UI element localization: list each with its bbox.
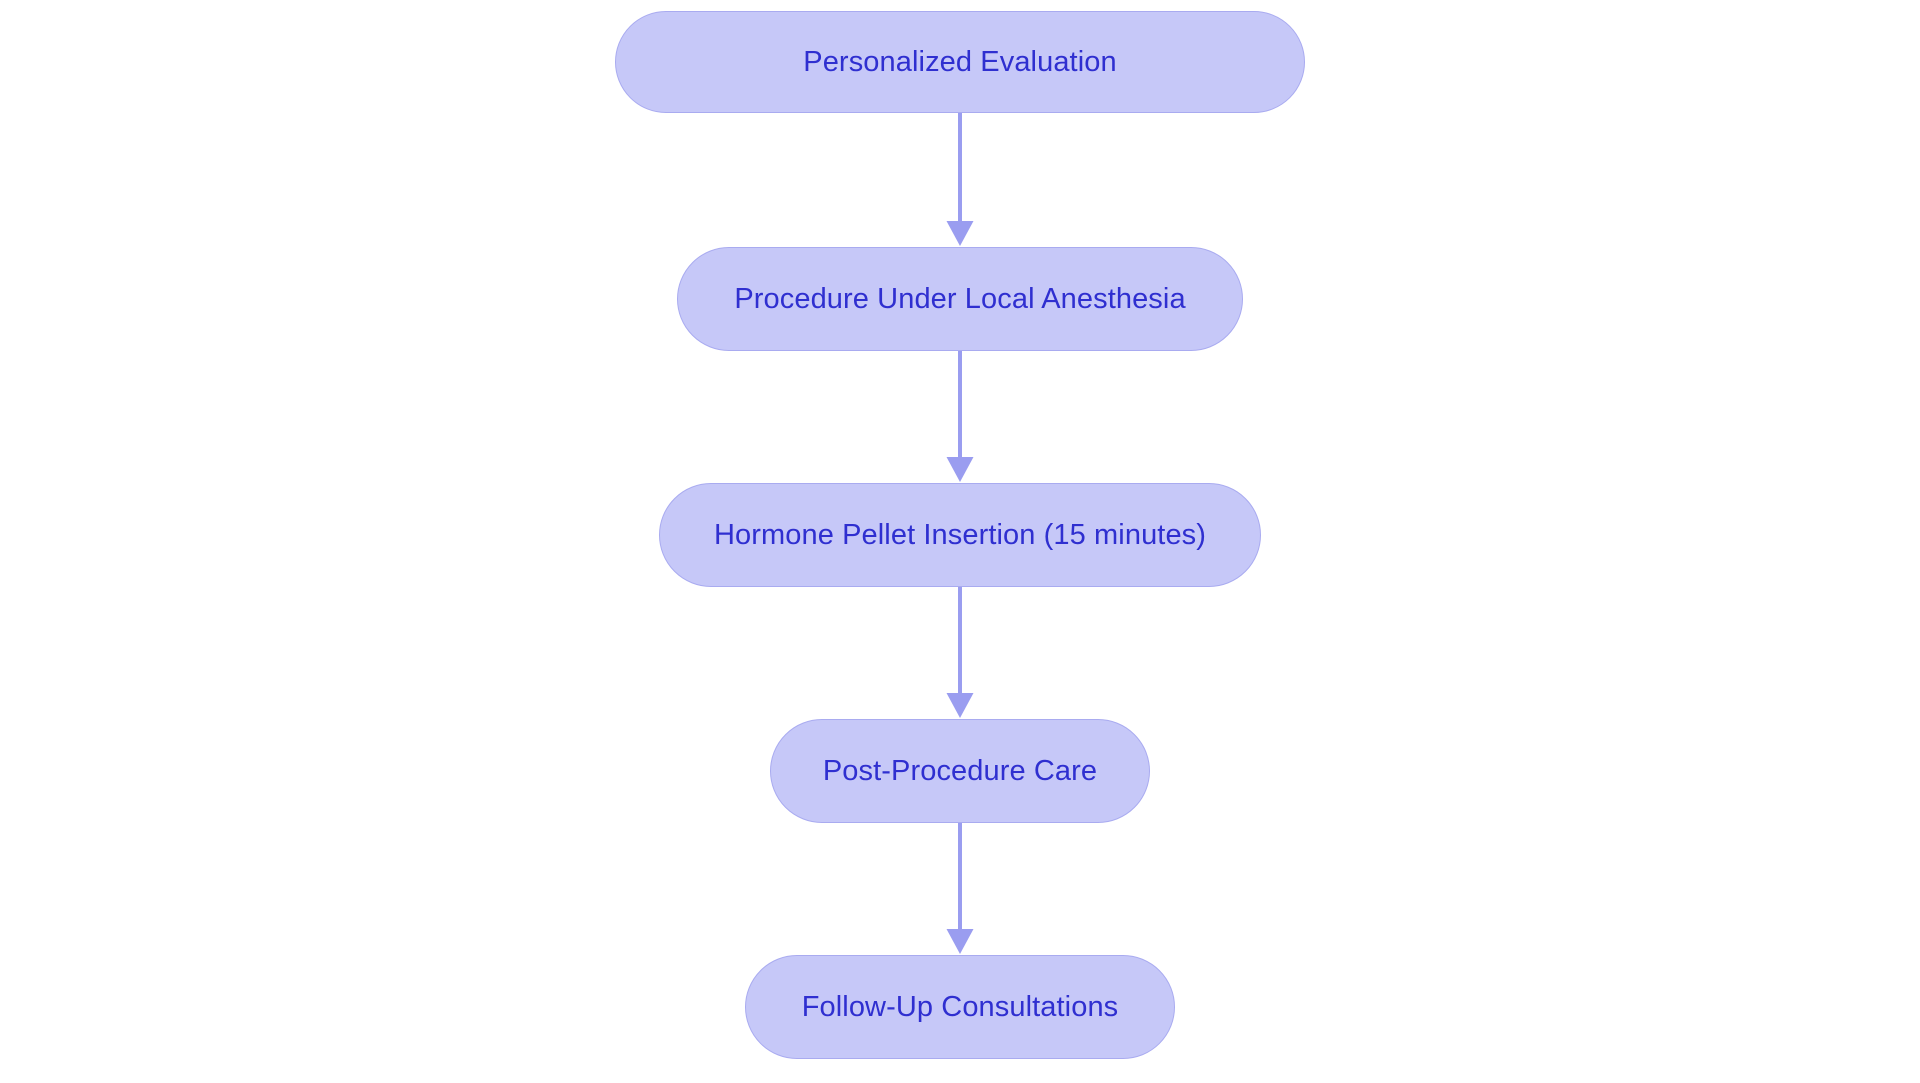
flow-node-personalized-evaluation[interactable]: Personalized Evaluation: [615, 11, 1305, 113]
flow-node-label: Post-Procedure Care: [822, 754, 1098, 787]
flow-node-label: Procedure Under Local Anesthesia: [734, 282, 1186, 315]
flow-node-label: Follow-Up Consultations: [801, 990, 1119, 1023]
flow-node-procedure-under-local-anesthesia[interactable]: Procedure Under Local Anesthesia: [677, 247, 1243, 351]
flow-node-label: Personalized Evaluation: [803, 45, 1117, 78]
edge-procedure-under-local-anesthesia-to-hormone-pellet-insertion: [946, 351, 974, 482]
flow-node-post-procedure-care[interactable]: Post-Procedure Care: [770, 719, 1150, 823]
flow-node-follow-up-consultations[interactable]: Follow-Up Consultations: [745, 955, 1175, 1059]
down-arrow-icon: [946, 929, 974, 954]
edge-post-procedure-care-to-follow-up-consultations: [946, 823, 974, 954]
down-arrow-icon: [946, 693, 974, 718]
down-arrow-icon: [946, 221, 974, 246]
edge-hormone-pellet-insertion-to-post-procedure-care: [946, 587, 974, 718]
flow-node-hormone-pellet-insertion[interactable]: Hormone Pellet Insertion (15 minutes): [659, 483, 1261, 587]
flow-node-label: Hormone Pellet Insertion (15 minutes): [713, 518, 1207, 551]
down-arrow-icon: [946, 457, 974, 482]
edge-personalized-evaluation-to-procedure-under-local-anesthesia: [946, 113, 974, 246]
